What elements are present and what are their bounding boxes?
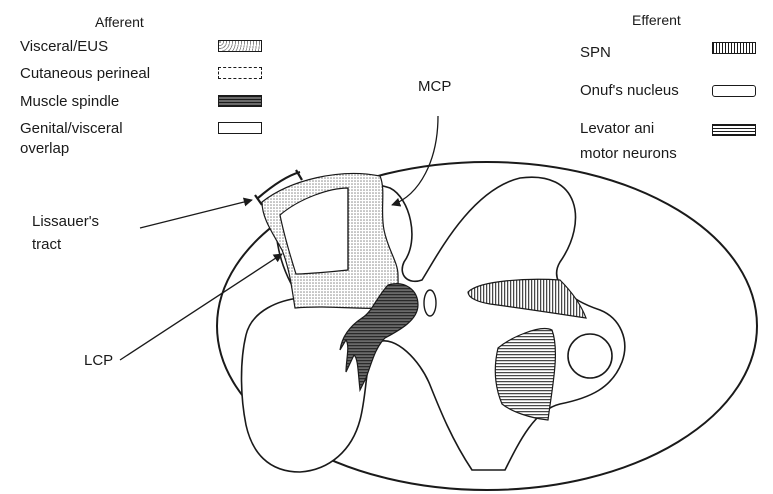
central-canal xyxy=(424,290,436,316)
swatch-genital-visceral-overlap xyxy=(218,122,262,134)
lissauer-arrow xyxy=(140,200,252,228)
legend-label-cutaneous-perineal: Cutaneous perineal xyxy=(20,65,150,83)
legend-label-motor-neurons: motor neurons xyxy=(580,145,677,163)
legend-label-overlap: overlap xyxy=(20,140,69,158)
callout-lissauer-line1: Lissauer's xyxy=(32,213,99,231)
swatch-cutaneous-perineal xyxy=(218,67,262,79)
legend-label-levator-ani: Levator ani xyxy=(580,120,654,138)
swatch-muscle-spindle xyxy=(218,95,262,107)
swatch-levator-ani xyxy=(712,124,756,136)
legend-label-muscle-spindle: Muscle spindle xyxy=(20,93,119,111)
swatch-spn xyxy=(712,42,756,54)
onufs-nucleus xyxy=(568,334,612,378)
afferent-heading: Afferent xyxy=(95,14,144,30)
swatch-visceral-eus xyxy=(218,40,262,52)
callout-mcp: MCP xyxy=(418,78,451,96)
swatch-onufs-nucleus xyxy=(712,85,756,97)
legend-label-genital-visceral: Genital/visceral xyxy=(20,120,123,138)
legend-label-onufs-nucleus: Onuf's nucleus xyxy=(580,82,679,100)
legend-label-visceral-eus: Visceral/EUS xyxy=(20,38,108,56)
callout-lcp: LCP xyxy=(84,352,113,370)
legend-label-spn: SPN xyxy=(580,44,611,62)
callout-lissauer-line2: tract xyxy=(32,236,61,254)
efferent-heading: Efferent xyxy=(632,12,681,28)
